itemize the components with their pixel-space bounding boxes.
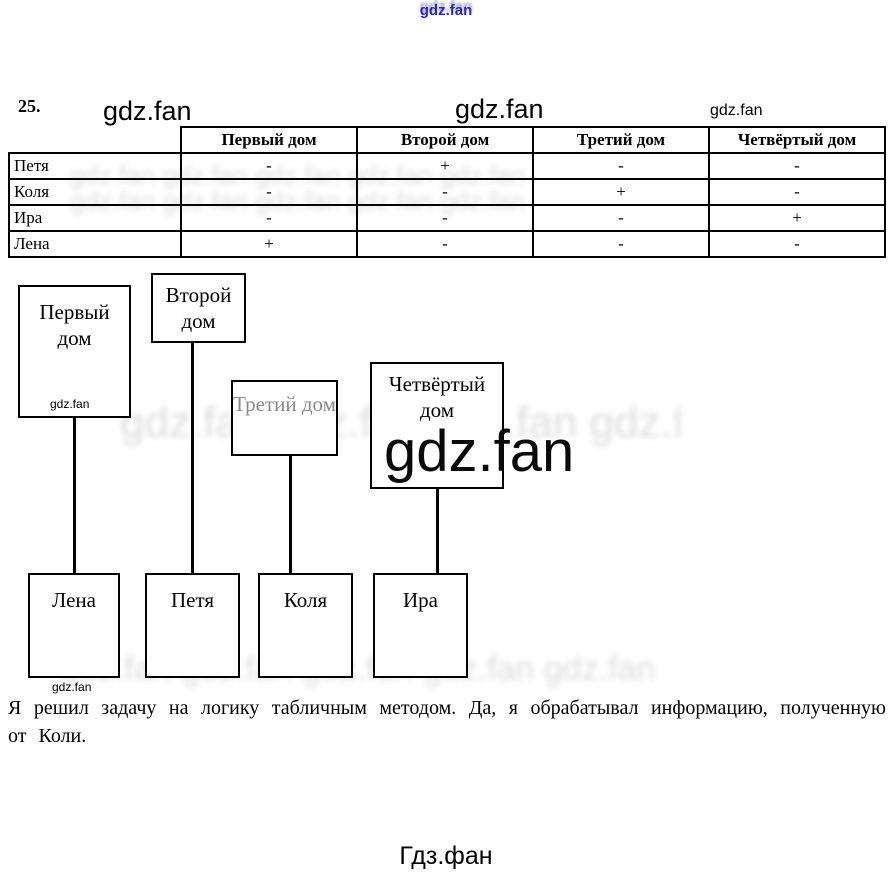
column-header: Второй дом (356, 126, 534, 154)
table-row: Коля - - + - (8, 178, 886, 206)
header-watermark-center: gdz.fan (455, 94, 544, 124)
value-cell: - (356, 230, 534, 258)
value-cell: - (180, 152, 358, 180)
value-cell: - (532, 230, 710, 258)
footer-watermark: gdz.fan (52, 680, 92, 694)
value-cell: - (356, 178, 534, 206)
person-box-petya: Петя (145, 573, 240, 678)
value-cell: + (180, 230, 358, 258)
value-cell: - (532, 152, 710, 180)
column-header: Четвёртый дом (708, 126, 886, 154)
house-box-third: Третий дом (231, 380, 338, 456)
header-watermark-right: gdz.fan (710, 102, 763, 119)
house-label: Первый дом (39, 300, 110, 351)
value-cell: - (532, 204, 710, 232)
big-watermark: gdz.fan (384, 419, 575, 484)
problem-number: 25. (18, 96, 41, 116)
header-watermark-left: gdz.fan (103, 96, 192, 126)
brand-footer: Гдз.фан (399, 842, 493, 870)
value-cell: - (708, 230, 886, 258)
value-cell: - (180, 204, 358, 232)
connector-line (73, 418, 76, 574)
column-header: Третий дом (532, 126, 710, 154)
house-box-second: Второй дом (151, 273, 246, 343)
row-name-cell: Ира (8, 204, 182, 232)
top-watermark: gdz.fan (419, 2, 473, 19)
person-box-lena: Лена (28, 573, 120, 678)
house-label: Второй дом (165, 283, 232, 334)
row-name-cell: Лена (8, 230, 182, 258)
value-cell: - (708, 152, 886, 180)
house-watermark: gdz.fan (50, 397, 90, 411)
value-cell: + (532, 178, 710, 206)
connector-line (191, 343, 194, 574)
table-row: Лена + - - - (8, 230, 886, 258)
value-cell: + (356, 152, 534, 180)
value-cell: - (356, 204, 534, 232)
person-label: Петя (170, 588, 215, 612)
house-label: Четвёртый дом (388, 372, 486, 423)
table-header-row: Первый дом Второй дом Третий дом Четвёрт… (9, 126, 886, 154)
person-box-ira: Ира (373, 573, 468, 678)
value-cell: - (708, 178, 886, 206)
connector-line (289, 455, 292, 574)
house-box-first: Первый дом gdz.fan (18, 285, 131, 418)
house-label: Третий дом (233, 392, 336, 416)
value-cell: + (708, 204, 886, 232)
table-corner-cell (9, 127, 182, 154)
connector-line (436, 488, 439, 574)
house-box-fourth: Четвёртый дом (370, 362, 504, 489)
row-name-cell: Коля (8, 178, 182, 206)
person-label: Коля (283, 588, 328, 612)
value-cell: - (180, 178, 358, 206)
column-header: Первый дом (180, 126, 358, 154)
answer-text: Я решил задачу на логику табличным метод… (8, 697, 886, 747)
table-row: Петя - + - - (8, 152, 886, 180)
solution-table: Первый дом Второй дом Третий дом Четвёрт… (8, 126, 886, 258)
person-label: Лена (52, 588, 96, 612)
table-row: Ира - - - + (8, 204, 886, 232)
row-name-cell: Петя (8, 152, 182, 180)
person-box-kolya: Коля (258, 573, 353, 678)
person-label: Ира (403, 588, 438, 612)
